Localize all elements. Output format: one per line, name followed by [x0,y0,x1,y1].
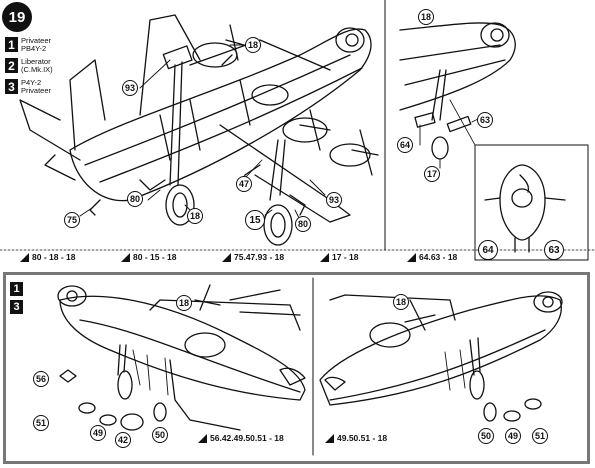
part-callout: 18 [176,295,192,311]
part-callout: 64 [397,137,413,153]
part-callout: 64 [478,240,498,260]
arrow-icon [320,252,329,262]
part-callout: 18 [393,294,409,310]
variant-number: 3 [5,79,18,94]
variant-mark: 1 [10,282,23,296]
variant-number: 2 [5,58,18,73]
assembly-sequence: 64.63 - 18 [407,252,457,262]
part-callout: 93 [122,80,138,96]
assembly-sequence: 80 - 15 - 18 [121,252,176,262]
arrow-icon [222,252,231,262]
part-callout: 63 [544,240,564,260]
arrow-icon [121,252,130,262]
part-callout: 56 [33,371,49,387]
part-callout: 18 [245,37,261,53]
part-callout: 42 [115,432,131,448]
assembly-sequence: 75.47.93 - 18 [222,252,284,262]
step-number-badge: 19 [2,2,32,32]
part-callout: 51 [33,415,49,431]
variant-name: Privateer PB4Y-2 [21,36,52,53]
variant-number: 1 [5,37,18,52]
part-callout: 49 [90,425,106,441]
part-callout: 15 [245,210,265,230]
arrow-icon [20,252,29,262]
part-callout: 75 [64,212,80,228]
part-callout: 18 [418,9,434,25]
assembly-sequence: 17 - 18 [320,252,358,262]
arrow-icon [325,433,334,443]
part-callout: 80 [127,191,143,207]
variant-mark: 3 [10,300,23,314]
part-callout: 50 [478,428,494,444]
variant-name: Liberator (C.Mk.IX) [21,57,53,74]
part-callout: 17 [424,166,440,182]
part-callout: 18 [187,208,203,224]
variant-panel [3,272,590,464]
variant-2: 2 Liberator (C.Mk.IX) [5,58,53,74]
part-callout: 49 [505,428,521,444]
variant-1: 1 Privateer PB4Y-2 [5,37,51,53]
part-callout: 63 [477,112,493,128]
assembly-sequence: 80 - 18 - 18 [20,252,75,262]
arrow-icon [198,433,207,443]
part-callout: 51 [532,428,548,444]
part-callout: 80 [295,216,311,232]
assembly-sequence: 49.50.51 - 18 [325,433,387,443]
assembly-sequence: 56.42.49.50.51 - 18 [198,433,284,443]
variant-3: 3 P4Y-2 Privateer [5,79,51,95]
part-callout: 50 [152,427,168,443]
arrow-icon [407,252,416,262]
variant-name: P4Y-2 Privateer [21,78,52,95]
part-callout: 47 [236,176,252,192]
part-callout: 93 [326,192,342,208]
